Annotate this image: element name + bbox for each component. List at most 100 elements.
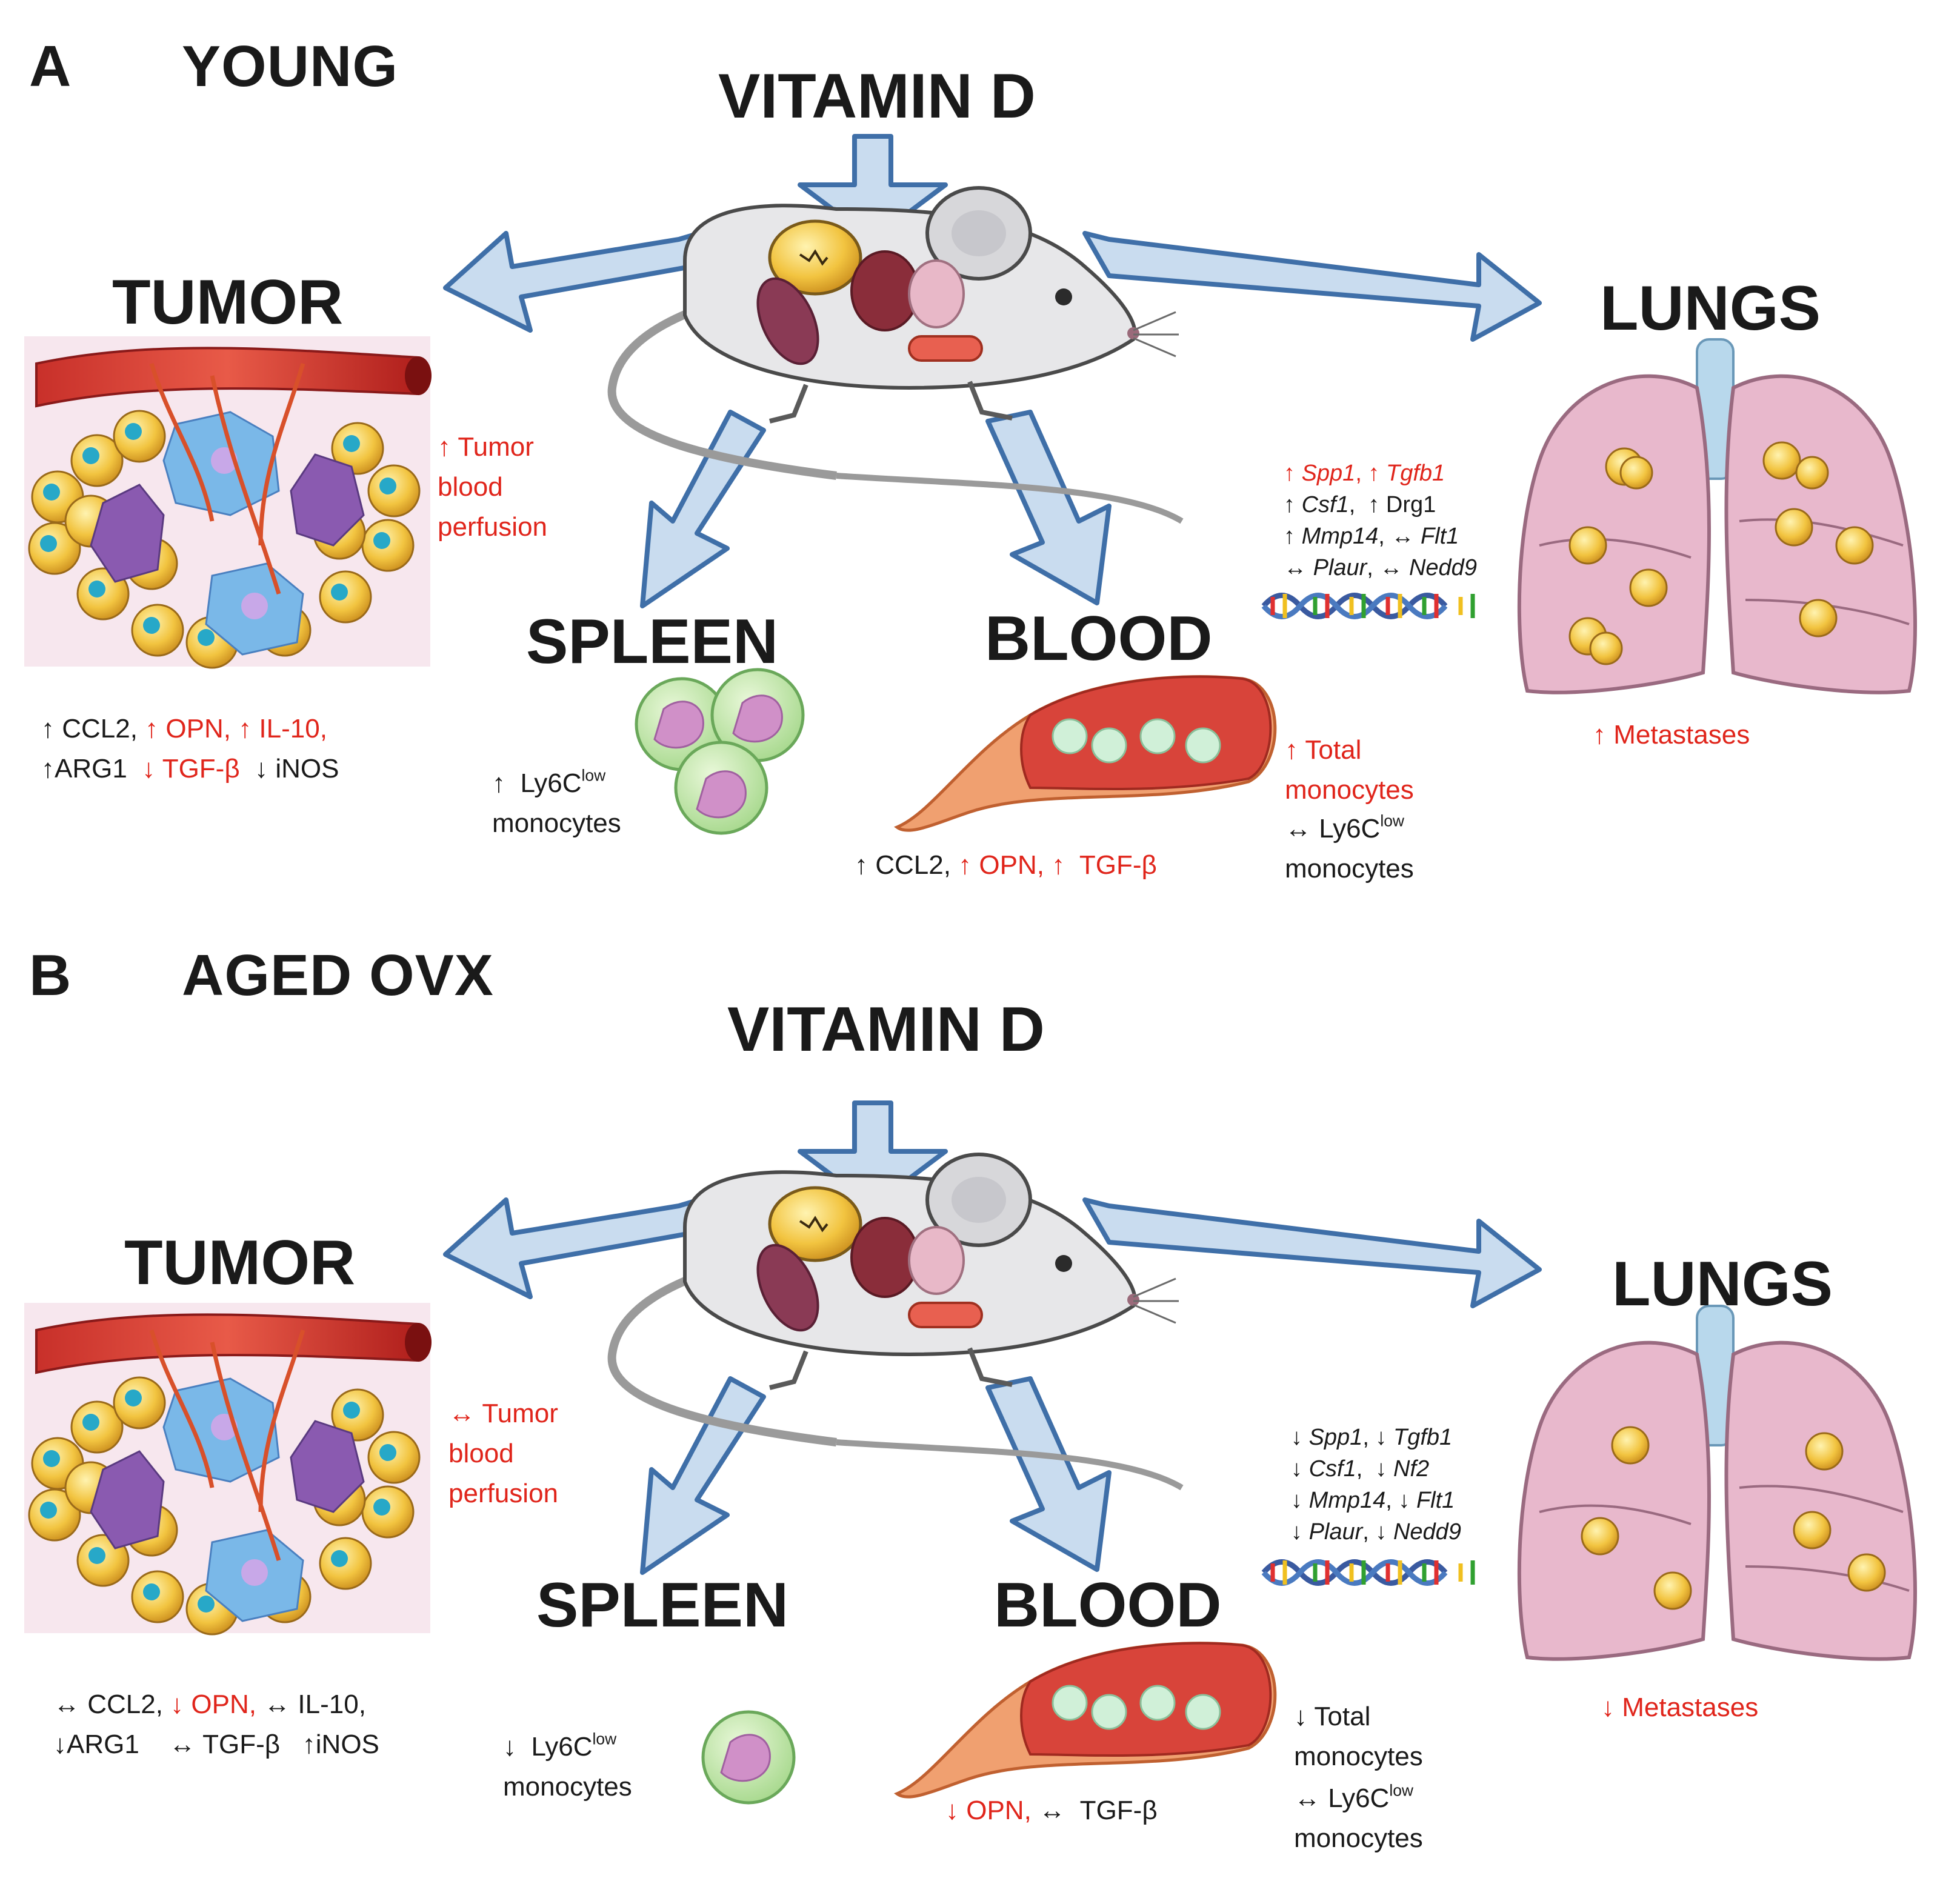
gene-name: Plaur — [1308, 1519, 1363, 1545]
lungs-label: LUNGS — [1612, 1249, 1833, 1319]
panel-letter: B — [29, 943, 72, 1008]
marker-segment: ↑ CCL2, — [855, 850, 959, 880]
gene-name: Plaur — [1313, 555, 1367, 581]
spleen-monocytes: monocytes — [492, 808, 621, 838]
gene-arrow: , ↑ — [1355, 461, 1386, 486]
gene-arrow: ↓ — [1291, 1456, 1309, 1482]
lungs-label: LUNGS — [1600, 273, 1821, 344]
lungs-illustration — [1517, 338, 1917, 694]
marker-segment: ↑ TGF-β — [1052, 850, 1157, 880]
marker-segment: ↔ IL-10, — [264, 1689, 366, 1719]
blood-ly6c-text: ↔ Ly6Clow monocytes — [1285, 809, 1414, 889]
marker-segment: ↓ARG1 — [53, 1729, 169, 1759]
gene-name: Tgfb1 — [1393, 1425, 1453, 1450]
arrow-to-lungs — [1082, 231, 1542, 342]
spleen-ly6c: Ly6C — [531, 1732, 593, 1762]
gene-row: ↑ Spp1, ↑ Tgfb1 — [1284, 458, 1477, 489]
arrow-to-tumor — [443, 228, 712, 333]
gene-arrow: ↑ — [1284, 524, 1302, 549]
tumor-label: TUMOR — [112, 267, 344, 338]
tumor-illustration — [24, 1303, 432, 1636]
gene-name: Tgfb1 — [1386, 461, 1445, 486]
gene-row: ↓ Plaur, ↓ Nedd9 — [1291, 1516, 1461, 1548]
lungs-gene-list: ↓ Spp1, ↓ Tgfb1↓ Csf1, ↓ Nf2↓ Mmp14, ↓ F… — [1291, 1422, 1461, 1548]
blood-markers: ↑ CCL2, ↑ OPN, ↑ TGF-β — [855, 845, 1157, 885]
gene-arrow: ↑ — [1284, 492, 1302, 518]
gene-arrow: , ↔ — [1378, 524, 1421, 549]
blood-ly6c-monocytes: monocytes — [1294, 1823, 1423, 1853]
blood-ly6c-text: ↔ Ly6Clow monocytes — [1294, 1779, 1423, 1859]
blood-total-monocytes-line-2: monocytes — [1294, 1742, 1423, 1771]
tumor-markers-line-1: ↑ CCL2, ↑ OPN, ↑ IL-10, — [41, 709, 339, 749]
blood-ly6c-low: low — [1389, 1781, 1413, 1800]
marker-segment: ↔ TGF-β ↑iNOS — [168, 1729, 379, 1759]
tumor-label: TUMOR — [124, 1228, 356, 1298]
tumor-perfusion-text-line-2: blood — [448, 1439, 514, 1468]
spleen-arrow: ↓ — [503, 1732, 516, 1762]
marker-segment: ↔ TGF-β — [1039, 1796, 1158, 1825]
blood-ly6c: Ly6C — [1319, 814, 1381, 844]
gene-arrow: ↓ — [1291, 1519, 1309, 1545]
dna-helix-illustration — [1261, 1559, 1475, 1586]
gene-row: ↔ Plaur, ↔ Nedd9 — [1284, 552, 1477, 584]
lungs-gene-list: ↑ Spp1, ↑ Tgfb1↑ Csf1, ↑ Drg1↑ Mmp14, ↔ … — [1284, 458, 1477, 584]
marker-segment: ↑ OPN, — [145, 714, 239, 744]
blood-total-monocytes-line-1: ↓ Total — [1294, 1702, 1371, 1731]
lungs-metastases-text: ↑ Metastases — [1593, 720, 1750, 750]
gene-name: Csf1 — [1308, 1456, 1356, 1482]
marker-segment: ↓ iNOS — [247, 754, 339, 784]
tumor-markers: ↔ CCL2, ↓ OPN, ↔ IL-10, ↓ARG1 ↔ TGF-β ↑i… — [53, 1685, 379, 1765]
tumor-perfusion-text-line-2: blood — [438, 472, 503, 502]
tumor-illustration — [24, 336, 432, 669]
gene-name: Csf1 — [1301, 492, 1349, 518]
gene-name: Nedd9 — [1393, 1519, 1461, 1545]
spleen-monocytes: monocytes — [503, 1772, 632, 1802]
gene-arrow: , ↓ — [1362, 1425, 1393, 1450]
panel-letter: A — [29, 34, 72, 99]
marker-segment: ↑ OPN, — [958, 850, 1052, 880]
marker-segment: ↔ CCL2, — [53, 1689, 171, 1719]
vitamin-d-label: VITAMIN D — [718, 61, 1036, 131]
gene-name: Nf2 — [1393, 1456, 1430, 1482]
spleen-ly6c-text: ↓ Ly6Clow monocytes — [503, 1727, 632, 1807]
panel-illustration — [24, 1100, 1917, 1805]
blood-markers: ↓ OPN, ↔ TGF-β — [945, 1791, 1158, 1831]
spleen-arrow: ↑ — [492, 768, 505, 798]
spleen-ly6c-low: low — [581, 766, 606, 785]
tumor-markers: ↑ CCL2, ↑ OPN, ↑ IL-10, ↑ARG1 ↓ TGF-β ↓ … — [41, 709, 339, 789]
spleen-monocytes-illustration — [701, 1710, 796, 1805]
gene-row: ↓ Mmp14, ↓ Flt1 — [1291, 1485, 1461, 1516]
lungs-illustration — [1517, 1305, 1917, 1661]
gene-arrow: ↓ — [1291, 1488, 1309, 1513]
marker-segment: ↑ IL-10, — [238, 714, 327, 744]
gene-arrow: ↔ — [1284, 555, 1313, 581]
blood-total-monocytes-line-1: ↑ Total — [1285, 735, 1362, 765]
gene-name: Spp1 — [1308, 1425, 1363, 1450]
blood-total-monocytes: ↓ Total monocytes — [1294, 1697, 1423, 1777]
marker-segment: ↑ CCL2, — [41, 714, 145, 744]
spleen-monocytes-illustration — [635, 668, 805, 835]
gene-arrow: ↓ — [1291, 1425, 1309, 1450]
blood-ly6c-arrow: ↔ — [1285, 814, 1312, 844]
gene-row: ↑ Csf1, ↑ Drg1 — [1284, 489, 1477, 521]
arrow-to-blood — [985, 1376, 1112, 1572]
tumor-perfusion-text-line-3: perfusion — [438, 512, 548, 542]
blood-vessel-illustration — [893, 1642, 1277, 1799]
gene-row: ↓ Csf1, ↓ Nf2 — [1291, 1453, 1461, 1485]
tumor-perfusion-text-line-1: ↔ Tumor — [448, 1399, 558, 1428]
mouse-illustration — [607, 186, 1184, 524]
marker-segment: ↑ARG1 — [41, 754, 135, 784]
gene-row: ↓ Spp1, ↓ Tgfb1 — [1291, 1422, 1461, 1453]
gene-arrow: , ↓ — [1385, 1488, 1416, 1513]
blood-ly6c-low: low — [1380, 811, 1404, 830]
gene-arrow: , ↔ — [1367, 555, 1409, 581]
gene-arrow: ↑ — [1284, 461, 1302, 486]
tumor-markers-line-1: ↔ CCL2, ↓ OPN, ↔ IL-10, — [53, 1685, 379, 1725]
arrow-to-blood — [985, 410, 1112, 605]
panel-title: AGED OVX — [182, 943, 494, 1008]
gene-name: Spp1 — [1301, 461, 1356, 486]
